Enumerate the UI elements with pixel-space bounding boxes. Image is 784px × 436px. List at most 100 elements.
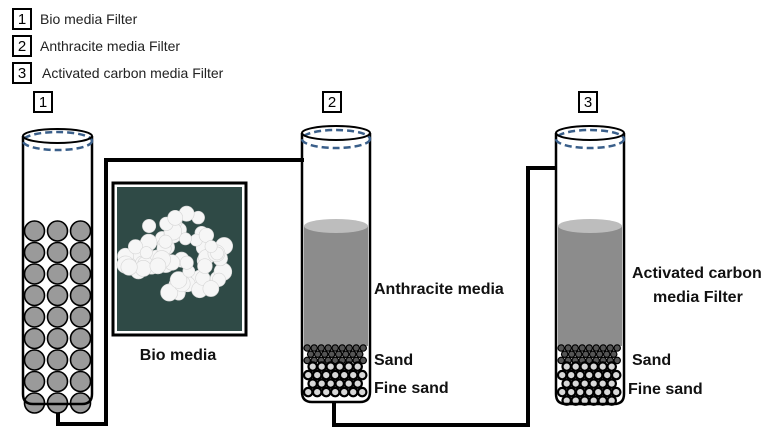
- bio-media-photo-ball: [128, 239, 144, 255]
- bio-media-balls: [23, 220, 92, 414]
- fine-sand-grain: [338, 369, 350, 381]
- sand-grain: [560, 350, 569, 359]
- sand-grain: [599, 344, 608, 352]
- activated-carbon-label-line1: Activated carbon: [632, 265, 762, 282]
- sand-grain: [338, 344, 347, 352]
- bio-media-photo-balls: [116, 205, 234, 302]
- bio-media-photo-ball: [204, 240, 218, 253]
- bio-media-ball: [69, 349, 92, 371]
- fine-sand-grain: [307, 361, 318, 372]
- fine-sand-grain: [356, 369, 368, 381]
- anthracite-media-label: Anthracite media: [374, 281, 504, 298]
- sand-grain: [588, 350, 597, 359]
- column-1-cap: [21, 130, 94, 152]
- pipe-1-to-2: [56, 158, 304, 426]
- bio-media-ball: [23, 263, 46, 285]
- bio-media-photo-ball: [134, 259, 152, 277]
- column-3-tube: [554, 133, 626, 406]
- sand-grain: [320, 350, 329, 359]
- fine-sand-grain: [610, 369, 622, 381]
- bio-media-ball: [69, 284, 92, 307]
- fine-sand-grain: [334, 361, 345, 372]
- sand-grain: [331, 344, 340, 352]
- bio-media-photo-ball: [197, 258, 213, 274]
- sand-grain: [345, 344, 354, 352]
- bio-media-photo-ball: [178, 232, 192, 246]
- fine-sand-grain: [347, 369, 359, 381]
- legend-item-1: 1 Bio media Filter: [12, 8, 138, 30]
- sand-grain: [585, 344, 594, 352]
- column-2-number: 2: [328, 94, 336, 111]
- bio-media-ball: [69, 263, 92, 285]
- sand-grain: [306, 350, 315, 359]
- fine-sand-grain: [352, 361, 363, 372]
- column-3-fine-sand-label: Fine sand: [628, 381, 703, 398]
- column-3-number: 3: [584, 94, 592, 111]
- column-1-number: 1: [39, 94, 47, 111]
- fine-sand-grain: [347, 386, 359, 398]
- fine-sand-grain: [579, 378, 590, 389]
- sand-grain: [581, 350, 590, 359]
- bio-media-ball: [46, 284, 69, 307]
- fine-sand-grain: [320, 369, 332, 381]
- fine-sand-grain: [606, 361, 617, 372]
- fine-sand-grain: [561, 378, 572, 389]
- sand-grain: [327, 350, 336, 359]
- bio-media-photo-ball: [169, 271, 188, 289]
- bio-media-ball: [46, 263, 69, 285]
- legend-label-1: Bio media Filter: [40, 11, 138, 27]
- sand-grain: [324, 344, 333, 352]
- bio-media-ball: [69, 306, 92, 328]
- sand-fine-sand-layer: [556, 344, 622, 406]
- sand-grain: [310, 344, 319, 352]
- legend: 1 Bio media Filter 2 Anthracite media Fi…: [12, 8, 224, 84]
- activated-carbon-media-top: [558, 219, 622, 233]
- column-2-fine-sand-label: Fine sand: [374, 380, 449, 397]
- activated-carbon-label-line2: media Filter: [653, 289, 743, 306]
- sand-grain: [313, 350, 322, 359]
- bio-media-ball: [46, 241, 69, 264]
- fine-sand-grain: [325, 361, 336, 372]
- fine-sand-grain: [592, 386, 604, 398]
- legend-item-2: 2 Anthracite media Filter: [12, 35, 180, 57]
- sand-grain: [303, 344, 312, 352]
- sand-grain: [592, 344, 601, 352]
- fine-sand-grain: [610, 386, 622, 398]
- sand-grain: [331, 356, 340, 365]
- sand-grain: [571, 344, 580, 352]
- fine-sand-grain: [338, 386, 350, 398]
- legend-number-2: 2: [18, 38, 26, 55]
- sand-grain: [334, 350, 343, 359]
- bio-media-ball: [46, 370, 69, 393]
- fine-sand-grain: [316, 378, 327, 389]
- fine-sand-grain: [311, 369, 323, 381]
- fine-sand-grain: [356, 386, 368, 398]
- sand-grain: [564, 344, 573, 352]
- column-3-sand-label: Sand: [632, 352, 671, 369]
- legend-item-3: 3 Activated carbon media Filter: [12, 62, 224, 84]
- bio-media-ball: [23, 284, 46, 307]
- bio-media-ball: [23, 349, 46, 371]
- sand-grain: [317, 344, 326, 352]
- bio-media-photo-ball: [179, 255, 194, 270]
- sand-grain: [341, 350, 350, 359]
- legend-label-3: Activated carbon media Filter: [42, 65, 224, 81]
- pipes: [56, 158, 556, 427]
- bio-media-photo-ball: [149, 257, 167, 275]
- bio-media-ball: [23, 370, 46, 393]
- fine-sand-grain: [574, 369, 586, 381]
- fine-sand-grain: [307, 378, 318, 389]
- sand-grain: [355, 350, 364, 359]
- sand-fine-sand-layer: [302, 344, 368, 398]
- fine-sand-grain: [583, 386, 595, 398]
- sand-grain: [613, 344, 622, 352]
- fine-sand-grain: [606, 378, 617, 389]
- sand-grain: [609, 350, 618, 359]
- column-2-tube: [300, 133, 372, 404]
- fine-sand-grain: [601, 386, 613, 398]
- fine-sand-grain: [570, 361, 581, 372]
- fine-sand-grain: [583, 369, 595, 381]
- fine-sand-grain: [592, 369, 604, 381]
- fine-sand-grain: [601, 369, 613, 381]
